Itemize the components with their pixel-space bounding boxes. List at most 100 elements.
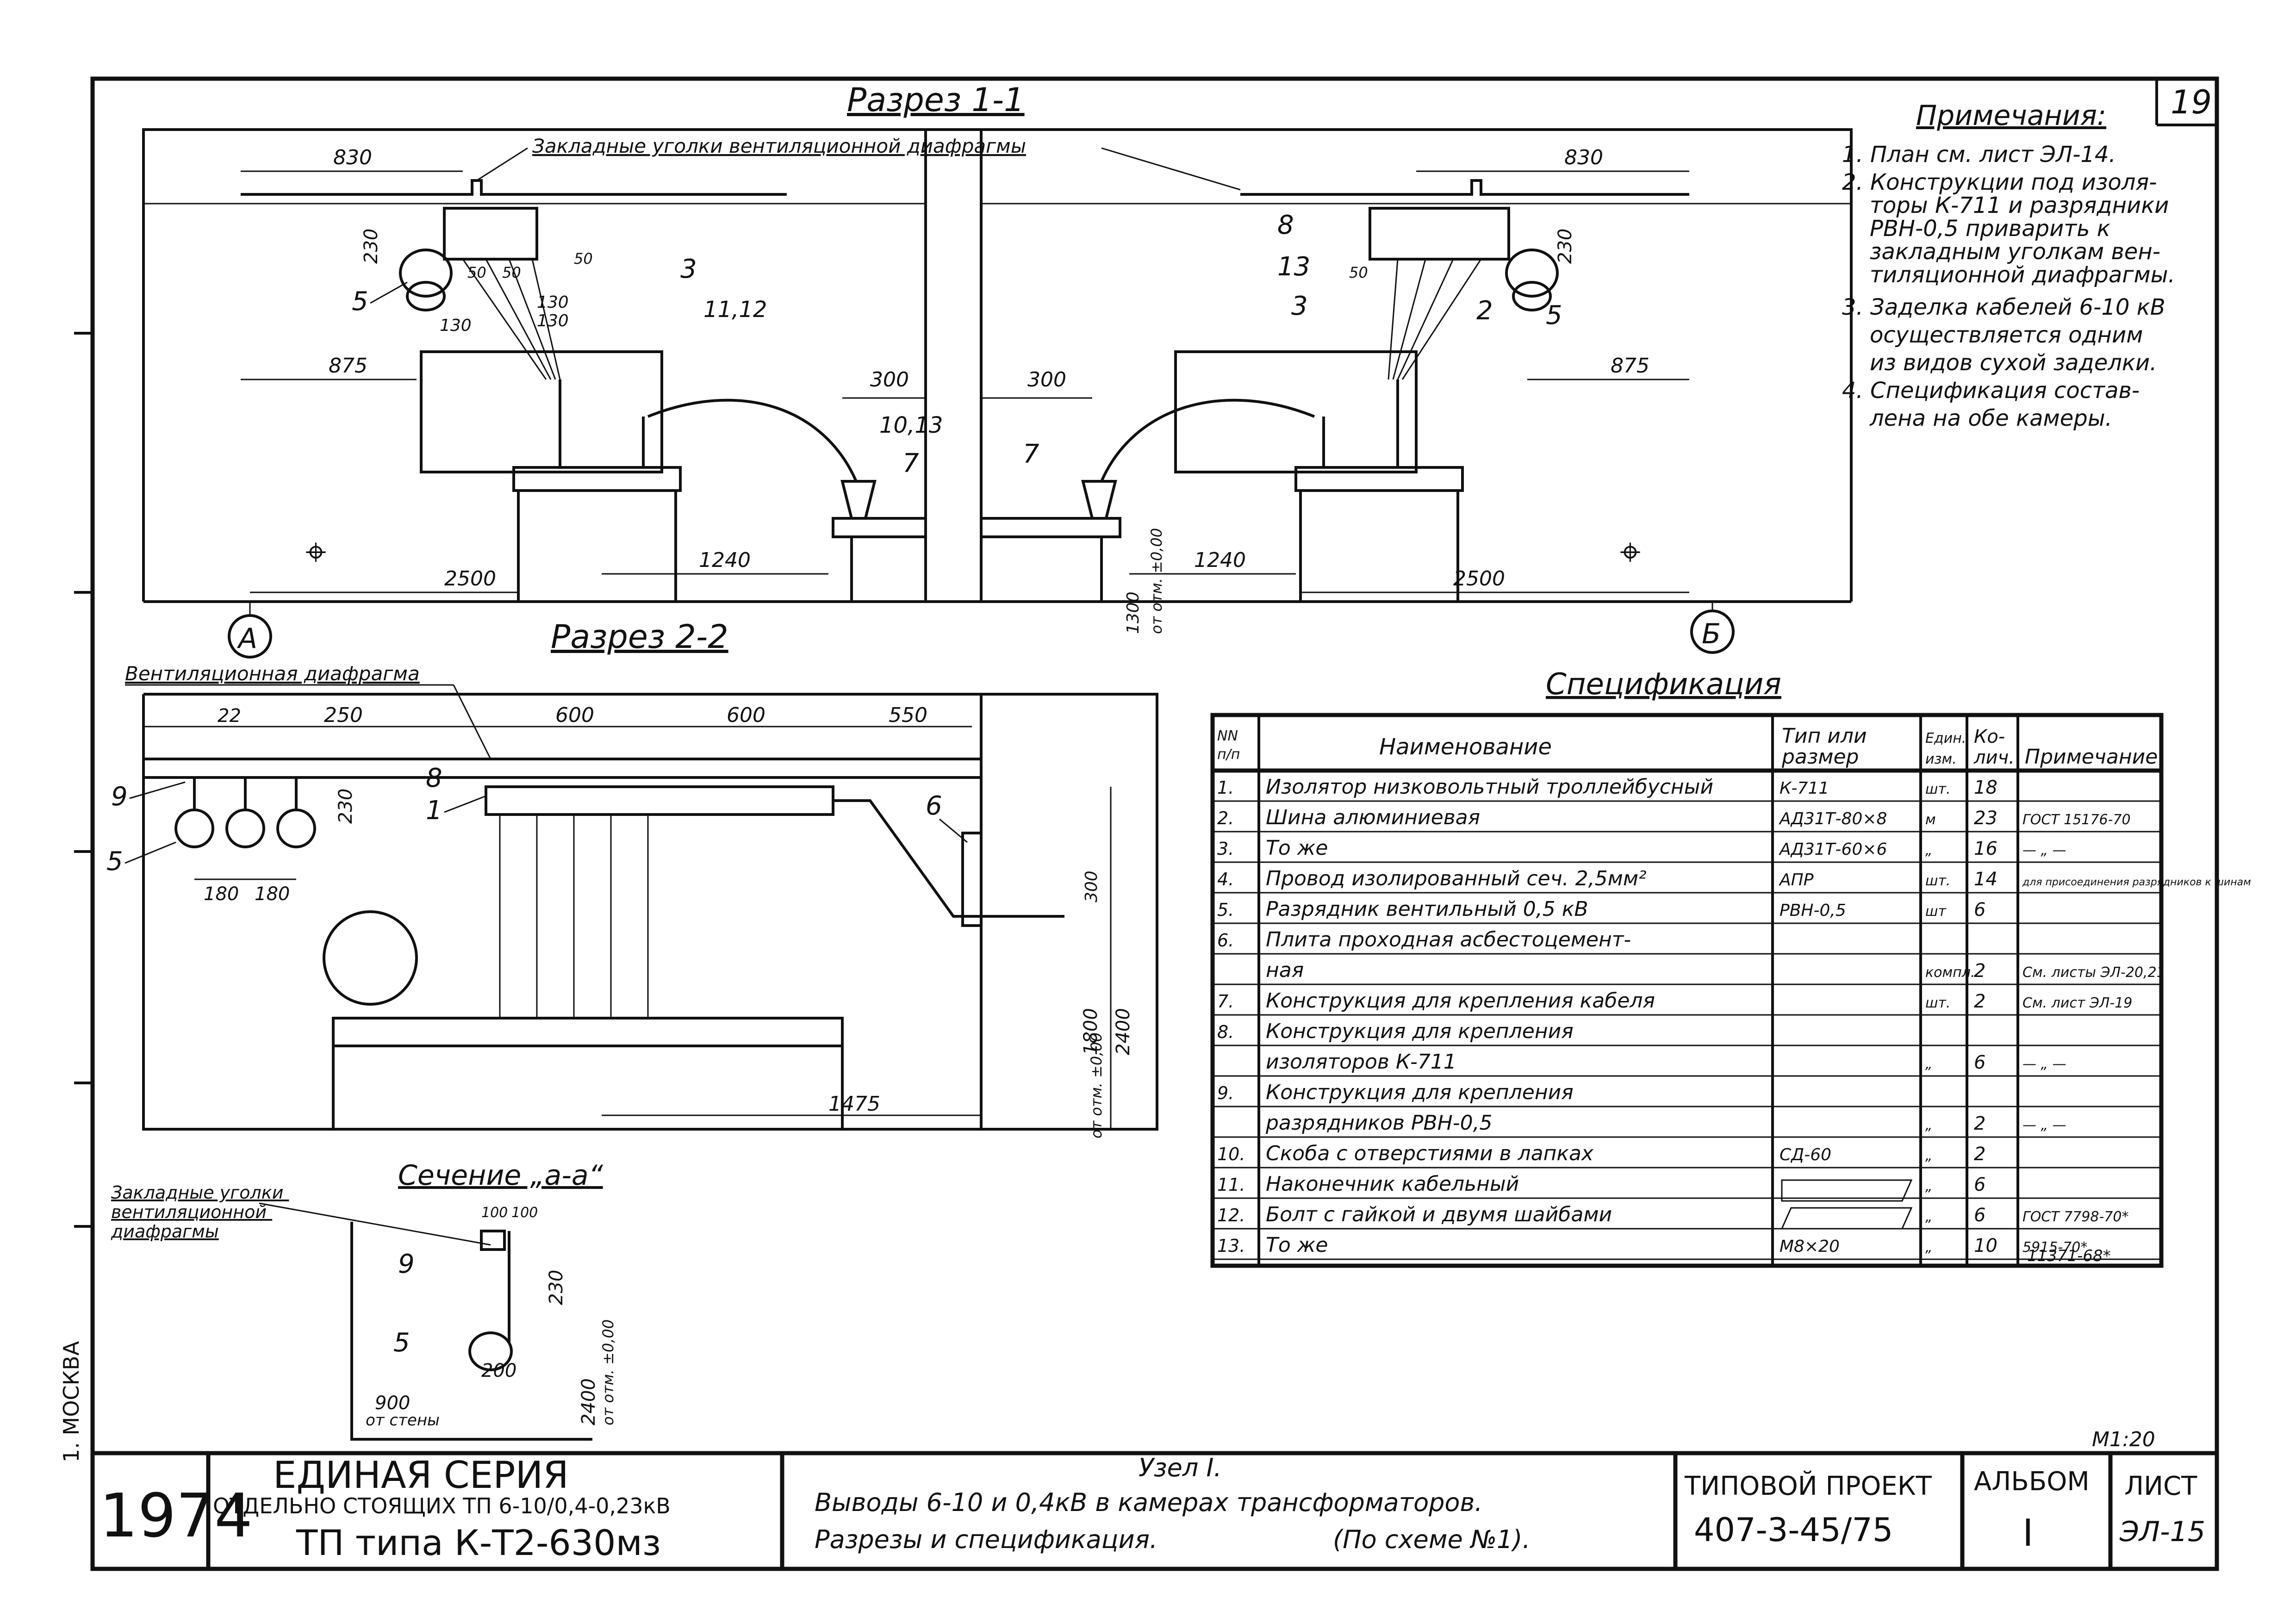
pos-10-13: 10,13 — [879, 412, 943, 438]
note-line: закладным уголкам вен- — [1870, 239, 2160, 265]
album-number: I — [2022, 1511, 2034, 1555]
arrester-left — [399, 249, 453, 298]
spec-header: Ко- — [1974, 726, 2005, 747]
spec-cell: 6 — [1974, 1205, 1985, 1226]
spec-cell: 16 — [1974, 838, 1997, 859]
insulators-section-2 — [174, 777, 316, 848]
dim: 550 — [889, 703, 927, 727]
spec-header: размер — [1781, 745, 1859, 769]
spec-header: п/п — [1217, 746, 1240, 763]
sheet-frame — [90, 76, 2219, 1571]
spec-cell: Наконечник кабельный — [1266, 1172, 1519, 1196]
spec-cell: „ — [1925, 1178, 1933, 1194]
vent-angle-right — [1240, 179, 1689, 196]
pos-3-left: 3 — [680, 254, 697, 284]
spec-cell: „ — [1925, 1209, 1933, 1225]
series-line-3: ТП типа К-Т2-630мз — [296, 1522, 661, 1563]
section-1-1-title: Разрез 1-1 — [847, 81, 1025, 119]
note-line: осуществляется одним — [1870, 322, 2143, 348]
vent-angle-callout: Закладные уголки вентиляционной диафрагм… — [532, 135, 1026, 157]
spec-cell: 12. — [1217, 1205, 1245, 1225]
dim: 230 — [546, 1270, 567, 1305]
spec-cell: ГОСТ 15176-70 — [2022, 812, 2131, 828]
note-line: 2. Конструкции под изоля- — [1842, 169, 2157, 195]
dim: 130 — [440, 316, 472, 335]
dim: 1240 — [699, 548, 751, 572]
spec-cell: для присоединения разрядников к шинам — [2022, 877, 2251, 888]
bus-bars-section-2 — [485, 785, 834, 816]
spec-cell: Конструкция для крепления кабеля — [1266, 989, 1655, 1013]
note-line: 1. План см. лист ЭЛ-14. — [1842, 142, 2116, 168]
arrester-right — [1505, 249, 1559, 298]
pos-8: 8 — [426, 763, 442, 793]
spec-table: Спецификация NN п/п Наименование Тип или… — [1210, 667, 2251, 1268]
spec-header: лич. — [1973, 747, 2015, 768]
spec-header: Наименование — [1379, 734, 1552, 760]
vent-angle-left — [241, 179, 787, 196]
spec-cell: АД31Т-80×8 — [1779, 809, 1887, 828]
dim: 600 — [555, 703, 594, 727]
spec-cell: разрядников РВН-0,5 — [1265, 1111, 1493, 1135]
spec-cell: Конструкция для крепления — [1266, 1081, 1574, 1104]
spec-cell: 18 — [1974, 777, 1997, 798]
pos-5-a-a: 5 — [393, 1328, 410, 1358]
spec-cell: 11. — [1217, 1175, 1245, 1195]
dim: 230 — [1555, 229, 1576, 264]
dim: 1240 — [1194, 548, 1246, 572]
dim: 300 — [1082, 871, 1101, 902]
section-a-a-callout: Закладные уголки вентиляционной диафрагм… — [111, 1182, 289, 1242]
spec-cell: 13. — [1217, 1236, 1245, 1256]
dim: 130 — [537, 311, 569, 330]
dim: 250 — [324, 703, 363, 727]
dim: 2400 — [578, 1378, 599, 1425]
dim: 100 — [511, 1205, 538, 1221]
section-a-a: Сечение „а-а“ Закладные уголки вентиляци… — [111, 1159, 617, 1441]
spec-cell: 10 — [1974, 1235, 1997, 1256]
notes-block: Примечания: 1. План см. лист ЭЛ-14. 2. К… — [1842, 99, 2175, 431]
section-a-a-outline — [350, 1222, 592, 1441]
title-block: М1:20 1974 ЕДИНАЯ СЕРИЯ ОТДЕЛЬНО СТОЯЩИХ… — [100, 1428, 2205, 1569]
spec-cell: — „ — — [2022, 842, 2066, 858]
pos-9-a-a: 9 — [398, 1249, 415, 1279]
spec-cell: Конструкция для крепления — [1266, 1020, 1574, 1043]
note-line: 3. Заделка кабелей 6-10 кВ — [1842, 294, 2165, 320]
dim: 875 — [1611, 354, 1649, 378]
spec-cell: „ — [1925, 1056, 1933, 1072]
dim: 300 — [870, 368, 909, 392]
note-line: 4. Спецификация состав- — [1842, 378, 2140, 404]
spec-cell: 23 — [1974, 808, 1997, 829]
description-line-2: Разрезы и спецификация. — [815, 1525, 1157, 1554]
pos-5: 5 — [106, 846, 123, 877]
section-2-2: Разрез 2-2 Вентиляционная диафрагма — [106, 618, 1158, 1138]
spec-header: NN — [1217, 728, 1238, 744]
project-number: 407-3-45/75 — [1694, 1511, 1893, 1549]
dim: от отм. ±0,00 — [599, 1319, 617, 1425]
insulator-rack-right — [1369, 207, 1510, 261]
dim: 830 — [333, 146, 372, 169]
spec-cell: 7. — [1217, 991, 1234, 1012]
cable-left — [647, 398, 858, 482]
spec-cell: „ — [1925, 842, 1933, 858]
spec-cell: АД31Т-60×6 — [1779, 840, 1887, 859]
axis-a-bubble — [228, 614, 272, 659]
spec-cell: РВН-0,5 — [1780, 901, 1846, 920]
axis-a-label: А — [236, 622, 257, 655]
spec-cell: „ — [1925, 1148, 1933, 1164]
dim: 200 — [481, 1360, 516, 1381]
spec-cell: 6 — [1974, 1052, 1985, 1073]
axis-b-bubble — [1690, 609, 1735, 654]
transformer-right-base — [1299, 489, 1459, 603]
transformer-left-tank-top — [420, 350, 663, 473]
spec-cell: См. листы ЭЛ-20,21 — [2022, 964, 2165, 981]
spec-cell: То же — [1266, 836, 1328, 860]
spec-frame — [1210, 713, 2164, 1268]
transformer-body-section-2 — [332, 1045, 844, 1131]
spec-cell: Плита проходная асбестоцемент- — [1266, 928, 1631, 951]
dim: 180 — [204, 883, 239, 905]
dim: 1300 — [1124, 591, 1143, 634]
spec-cell: К-711 — [1780, 779, 1829, 798]
note-line: торы К-711 и разрядники — [1870, 193, 2169, 218]
spec-cell: 9. — [1217, 1083, 1234, 1103]
section-2-2-title: Разрез 2-2 — [551, 618, 728, 656]
